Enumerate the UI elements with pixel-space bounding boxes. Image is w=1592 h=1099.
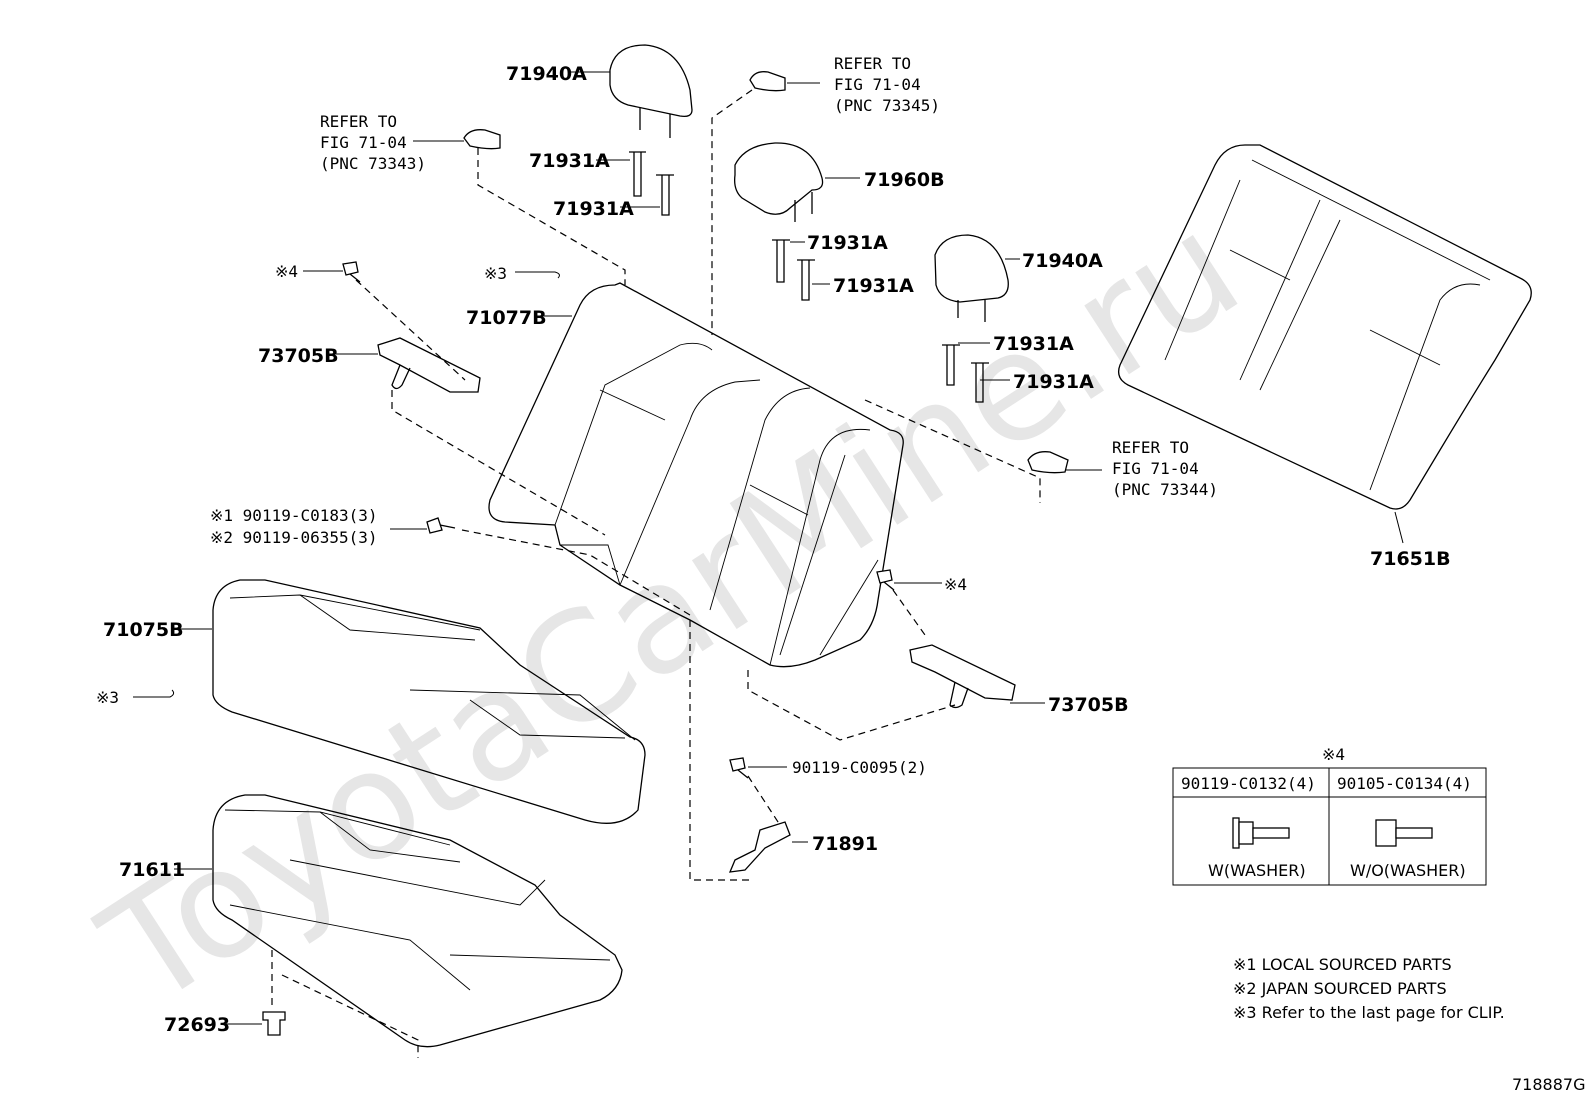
table-title: ※4 <box>1322 745 1345 764</box>
label-71931a-4[interactable]: 71931A <box>833 275 914 297</box>
seat-cushion-cover[interactable] <box>212 579 646 824</box>
label-71940a-left[interactable]: 71940A <box>506 63 587 85</box>
part-labels: 71940A 71931A 71931A 71960B 71931A 71931… <box>103 63 1451 1036</box>
label-71931a-2[interactable]: 71931A <box>553 198 634 220</box>
table-col1-part: 90119-C0132(4) <box>1181 774 1316 793</box>
label-73705b-left[interactable]: 73705B <box>258 345 339 367</box>
table-col1-caption: W(WASHER) <box>1208 861 1306 880</box>
svg-text:(PNC 73345): (PNC 73345) <box>834 96 940 115</box>
bolt-local-label: ※1 90119-C0183(3) <box>210 506 378 525</box>
bolt-table: ※4 90119-C0132(4) 90105-C0134(4) W(WASHE… <box>1172 745 1487 886</box>
mark-3-left: ※3 <box>96 688 119 707</box>
note-1: ※1 LOCAL SOURCED PARTS <box>1233 955 1452 974</box>
mark-3-top: ※3 <box>484 264 507 283</box>
leader-lines <box>133 71 1404 1025</box>
lock-covers[interactable] <box>463 71 1069 474</box>
label-71611[interactable]: 71611 <box>119 859 185 881</box>
bolts[interactable] <box>342 261 895 779</box>
label-71931a-3[interactable]: 71931A <box>807 232 888 254</box>
notes: ※1 LOCAL SOURCED PARTS ※2 JAPAN SOURCED … <box>1233 955 1505 1022</box>
bolt-with-washer-icon <box>1232 817 1290 849</box>
mark-4-right: ※4 <box>944 575 967 594</box>
label-71931a-1[interactable]: 71931A <box>529 150 610 172</box>
figure-code: 718887G <box>1512 1075 1585 1094</box>
label-71940a-right[interactable]: 71940A <box>1022 250 1103 272</box>
label-90119-c0095[interactable]: 90119-C0095(2) <box>792 758 927 777</box>
headrest-left[interactable] <box>609 44 693 138</box>
headrest-supports[interactable] <box>629 151 989 403</box>
hinge-left[interactable] <box>377 337 481 393</box>
svg-text:REFER TO: REFER TO <box>834 54 911 73</box>
headrest-right[interactable] <box>934 234 1009 322</box>
note-2: ※2 JAPAN SOURCED PARTS <box>1233 979 1447 998</box>
label-71891[interactable]: 71891 <box>812 833 878 855</box>
svg-text:FIG 71-04: FIG 71-04 <box>1112 459 1199 478</box>
table-col2-caption: W/O(WASHER) <box>1350 861 1466 880</box>
svg-text:FIG 71-04: FIG 71-04 <box>834 75 921 94</box>
table-col2-part: 90105-C0134(4) <box>1337 774 1472 793</box>
hinge-right[interactable] <box>909 644 1016 709</box>
label-71931a-6[interactable]: 71931A <box>1013 371 1094 393</box>
label-71651b[interactable]: 71651B <box>1370 548 1451 570</box>
svg-text:(PNC 73344): (PNC 73344) <box>1112 480 1218 499</box>
svg-text:REFER TO: REFER TO <box>320 112 397 131</box>
label-71960b[interactable]: 71960B <box>864 169 945 191</box>
assembly-dashed-lines <box>271 89 1041 1058</box>
label-73705b-right[interactable]: 73705B <box>1048 694 1129 716</box>
marks: ※4 ※4 ※3 ※3 ※1 90119-C0183(3) ※2 90119-0… <box>96 262 967 707</box>
svg-text:(PNC 73343): (PNC 73343) <box>320 154 426 173</box>
mark-4-left: ※4 <box>275 262 298 281</box>
bolt-without-washer-icon <box>1375 819 1433 847</box>
bolt-japan-label: ※2 90119-06355(3) <box>210 528 378 547</box>
seat-back-pad[interactable] <box>1117 144 1532 510</box>
svg-text:REFER TO: REFER TO <box>1112 438 1189 457</box>
clip[interactable] <box>262 1011 286 1036</box>
label-71931a-5[interactable]: 71931A <box>993 333 1074 355</box>
label-71077b[interactable]: 71077B <box>466 307 547 329</box>
svg-text:FIG 71-04: FIG 71-04 <box>320 133 407 152</box>
seat-cushion-pad[interactable] <box>212 794 623 1048</box>
label-71075b[interactable]: 71075B <box>103 619 184 641</box>
headrest-center[interactable] <box>734 142 824 222</box>
refer-right[interactable]: REFER TO FIG 71-04 (PNC 73344) <box>1112 438 1218 499</box>
refer-left[interactable]: REFER TO FIG 71-04 (PNC 73343) <box>320 112 426 173</box>
label-72693[interactable]: 72693 <box>164 1014 230 1036</box>
note-3: ※3 Refer to the last page for CLIP. <box>1233 1003 1505 1022</box>
refer-top[interactable]: REFER TO FIG 71-04 (PNC 73345) <box>834 54 940 115</box>
bracket[interactable] <box>728 821 791 873</box>
seat-back-cover[interactable] <box>488 282 904 668</box>
